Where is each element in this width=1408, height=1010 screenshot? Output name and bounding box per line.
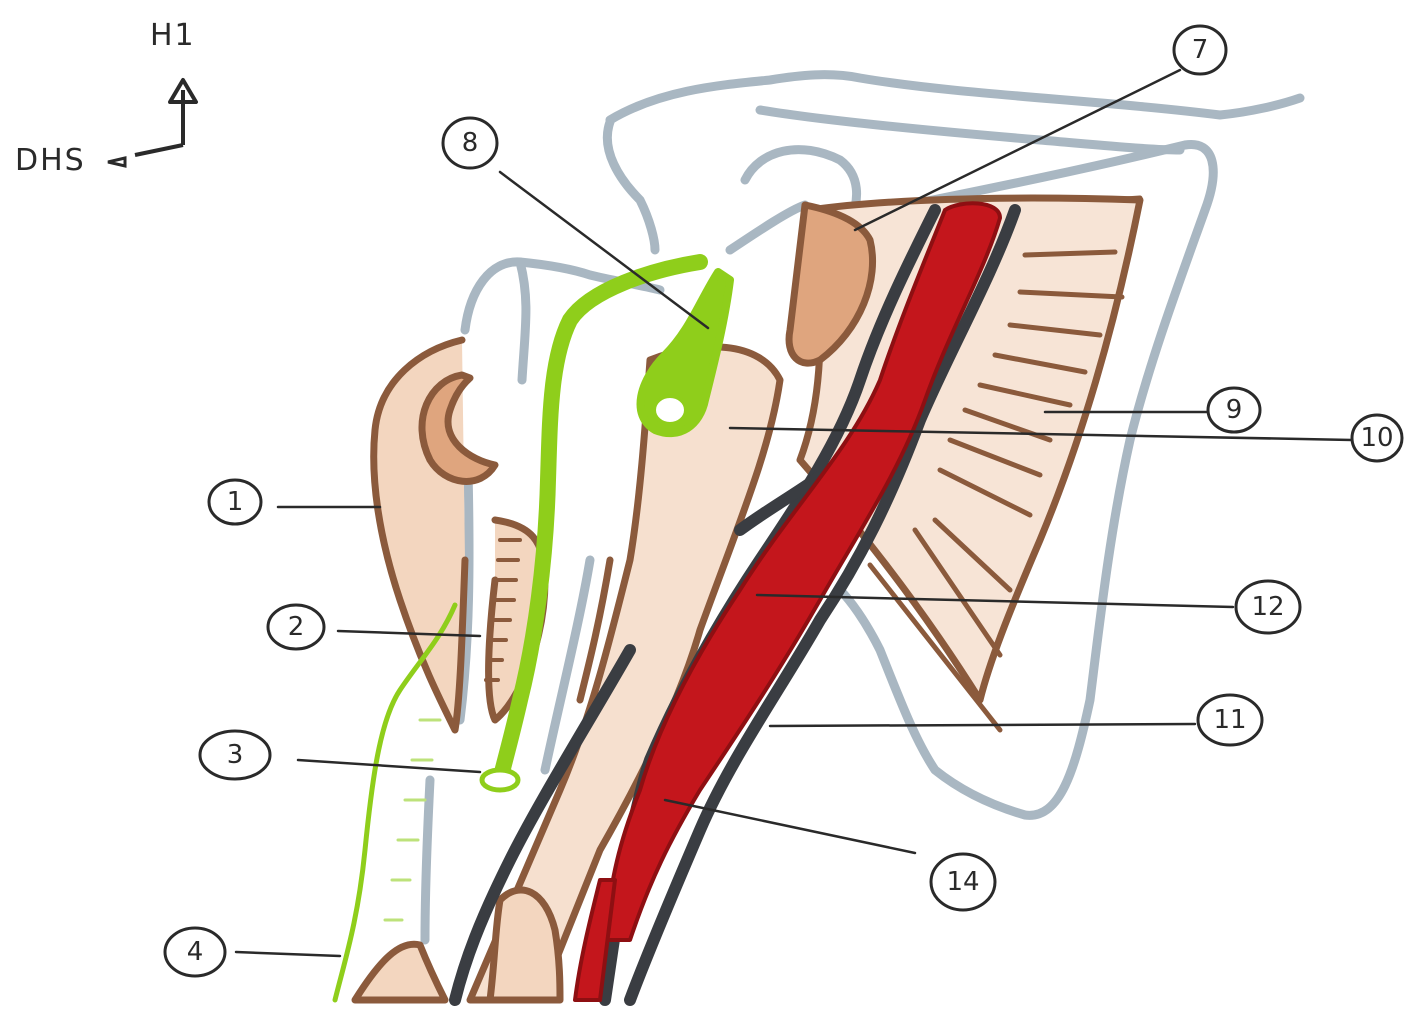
callout-14: 14 [931,854,995,910]
arrow-left-icon [108,158,125,166]
coracoid-tip [520,262,526,380]
svg-text:3: 3 [227,740,244,770]
callout-8: 8 [443,118,497,168]
svg-text:14: 14 [946,867,979,897]
svg-text:4: 4 [187,937,204,967]
clavicle-lower-edge [607,122,655,250]
svg-text:2: 2 [288,612,305,642]
leader-4 [236,952,340,956]
callout-12: 12 [1236,581,1300,633]
callout-11: 11 [1198,695,1262,745]
muscle-lower-left [355,944,445,1000]
callout-4: 4 [165,928,225,976]
callout-10: 10 [1352,415,1402,461]
arrow-left-line [135,145,183,155]
svg-text:10: 10 [1360,423,1393,453]
callout-9: 9 [1208,388,1260,432]
leader-8 [500,172,708,328]
arrow-up-icon [170,80,196,145]
callout-1: 1 [209,480,261,524]
nerve-3-end [482,770,518,790]
leader-3 [298,760,480,772]
glenoid-line [730,205,805,250]
callout-2: 2 [268,605,324,649]
svg-text:12: 12 [1251,592,1284,622]
structure-8-end [654,396,686,424]
callout-3: 3 [200,731,270,779]
orientation-vertical-label: H1 [150,18,196,53]
humerus-shaft-left [425,780,430,940]
svg-text:7: 7 [1192,35,1209,65]
svg-text:8: 8 [462,128,479,158]
muscle-lower-mid [490,890,560,1000]
svg-text:1: 1 [227,487,244,517]
clavicle-inner [760,110,1180,150]
callout-7: 7 [1174,26,1226,74]
clavicle [610,75,1300,120]
svg-text:9: 9 [1226,395,1243,425]
leader-11 [770,724,1195,726]
orientation-horizontal-label: DHS [15,143,86,178]
svg-text:11: 11 [1213,705,1246,735]
orientation-marker: H1 DHS [15,18,196,178]
